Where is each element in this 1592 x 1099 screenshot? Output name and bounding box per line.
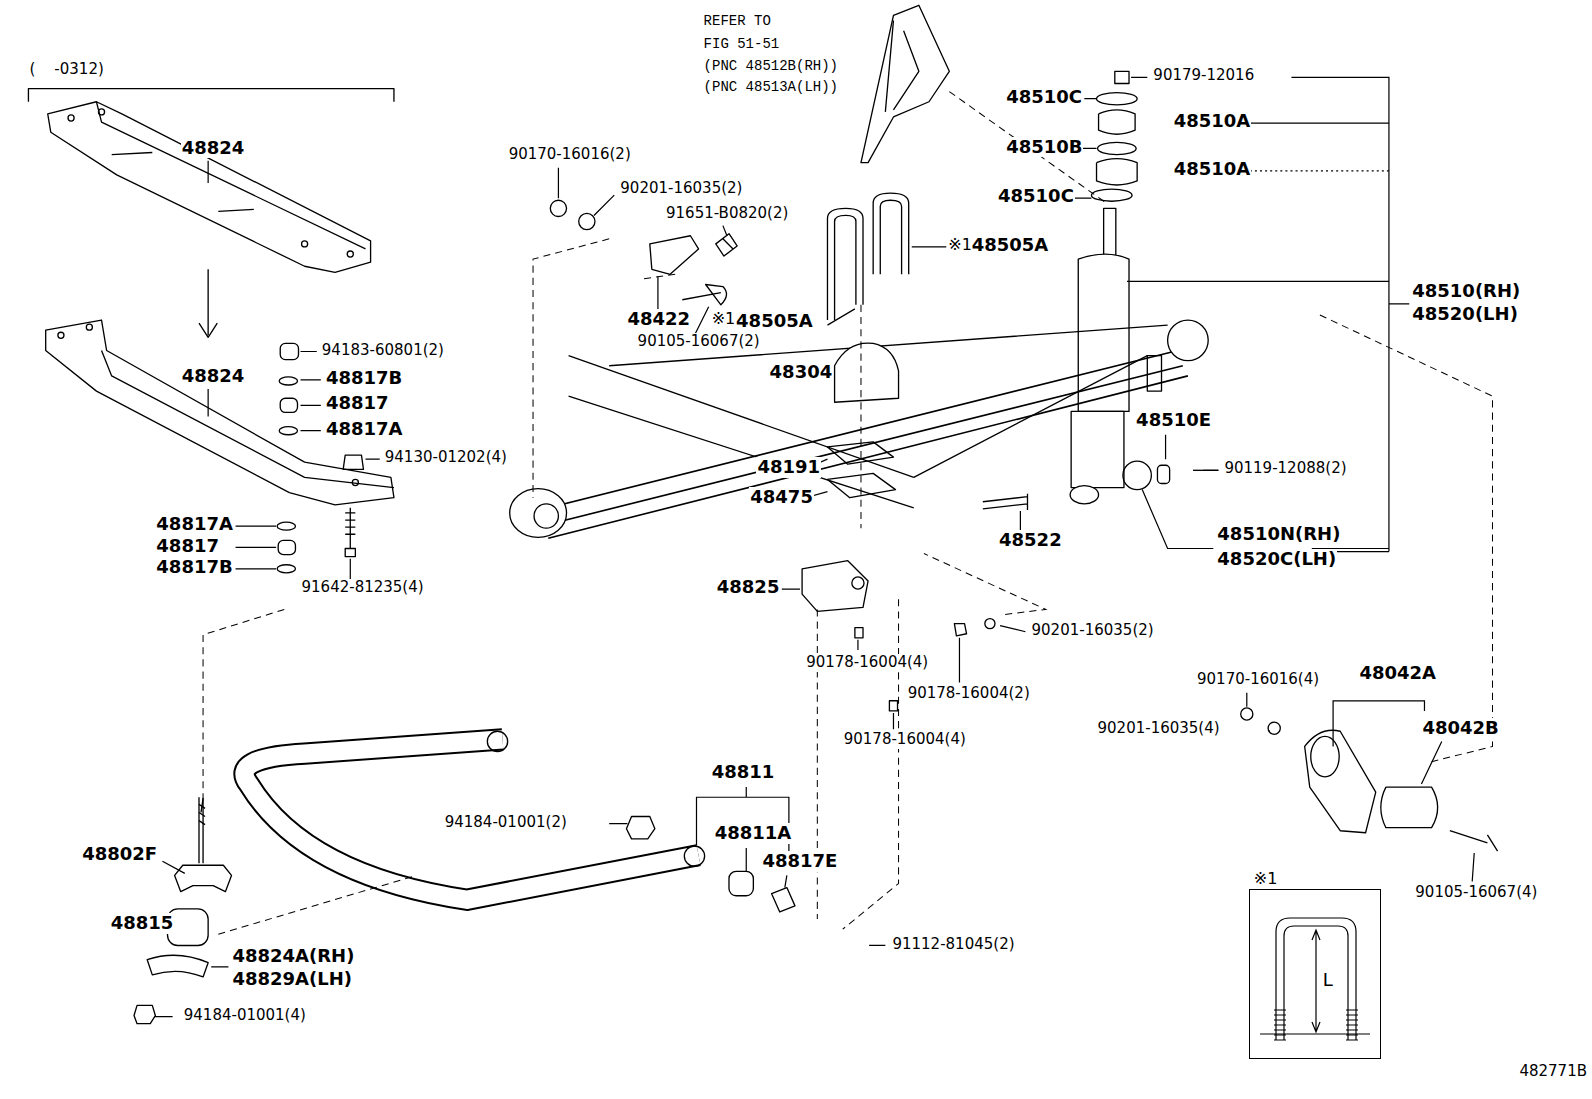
part-number: 48802F bbox=[81, 844, 158, 865]
callout-text: 91112-81045(2) bbox=[891, 936, 1015, 953]
part-number: 48510A bbox=[1173, 159, 1252, 180]
callout-text: 94184-01001(4) bbox=[183, 1007, 307, 1024]
part-number: 48522 bbox=[998, 530, 1063, 551]
part-number: 48422 bbox=[626, 309, 691, 330]
part-number: 48510A bbox=[1173, 111, 1252, 132]
part-number: 48510B bbox=[1005, 137, 1083, 158]
callout-text: 90179-12016 bbox=[1152, 67, 1255, 84]
part-number: 48475 bbox=[749, 487, 814, 508]
callout-text: 90201-16035(2) bbox=[1031, 622, 1155, 639]
detail-box: ※1L bbox=[1249, 889, 1381, 1059]
part-number: 48042B bbox=[1421, 718, 1499, 739]
callout-text: ( -0312) bbox=[28, 61, 104, 78]
part-number: 48811A bbox=[714, 823, 793, 844]
callout-text: (PNC 48512B(RH)) bbox=[703, 58, 839, 74]
part-number: 48811 bbox=[711, 762, 776, 783]
part-number: 48817B bbox=[155, 557, 233, 578]
callout-text: 91651-B0820(2) bbox=[665, 205, 789, 222]
part-number: 48815 bbox=[110, 913, 175, 934]
callout-text: ※1 bbox=[711, 310, 737, 328]
callout-text: 90178-16004(2) bbox=[907, 685, 1031, 702]
callout-text: FIG 51-51 bbox=[703, 36, 781, 52]
part-number: 48042A bbox=[1358, 663, 1437, 684]
part-number: 48505A bbox=[971, 235, 1050, 256]
part-number: 48191 bbox=[756, 457, 821, 478]
part-number: 48520C(LH) bbox=[1216, 549, 1337, 570]
callout-text: 90105-16067(2) bbox=[637, 333, 761, 350]
part-number: 48510(RH) bbox=[1411, 281, 1521, 302]
part-number: 48510E bbox=[1135, 410, 1212, 431]
part-number: 48824A(RH) bbox=[231, 946, 355, 967]
callout-text: 482771B bbox=[1518, 1063, 1588, 1080]
part-number: 48817B bbox=[325, 368, 403, 389]
callout-text: 90178-16004(4) bbox=[843, 731, 967, 748]
part-number: 48505A bbox=[735, 311, 814, 332]
callout-text: 90119-12088(2) bbox=[1223, 460, 1347, 477]
part-number: 48825 bbox=[716, 577, 781, 598]
part-number: 48817A bbox=[325, 419, 404, 440]
part-number: 48510C bbox=[997, 186, 1075, 207]
part-number: 48520(LH) bbox=[1411, 304, 1519, 325]
part-number: 48824 bbox=[181, 366, 246, 387]
dimension-label: L bbox=[1321, 969, 1335, 990]
callout-text: 91642-81235(4) bbox=[301, 579, 425, 596]
callout-text: ※1 bbox=[947, 236, 973, 254]
part-number: 48510N(RH) bbox=[1216, 524, 1341, 545]
u-bolt-detail bbox=[1250, 890, 1382, 1060]
callout-text: 94184-01001(2) bbox=[444, 814, 568, 831]
part-number: 48829A(LH) bbox=[231, 969, 353, 990]
callout-text: 90105-16067(4) bbox=[1414, 884, 1538, 901]
callout-text: 90201-16035(2) bbox=[619, 180, 743, 197]
part-number: 48817E bbox=[761, 851, 838, 872]
part-number: 48817 bbox=[325, 393, 390, 414]
part-number: 48510C bbox=[1005, 87, 1083, 108]
part-number: 48817A bbox=[155, 514, 234, 535]
detail-heading: ※1 bbox=[1252, 869, 1280, 888]
part-number: 48824 bbox=[181, 138, 246, 159]
callout-text: 90178-16004(4) bbox=[805, 654, 929, 671]
part-number: 48817 bbox=[155, 536, 220, 557]
callout-text: (PNC 48513A(LH)) bbox=[703, 79, 839, 95]
callout-text: 94130-01202(4) bbox=[384, 449, 508, 466]
callout-text: 94183-60801(2) bbox=[321, 342, 445, 359]
callout-text: 90170-16016(2) bbox=[508, 146, 632, 163]
callout-text: REFER TO bbox=[703, 13, 772, 29]
callout-text: 90170-16016(4) bbox=[1196, 671, 1320, 688]
callout-text: 90201-16035(4) bbox=[1097, 720, 1221, 737]
part-number: 48304 bbox=[769, 362, 834, 383]
